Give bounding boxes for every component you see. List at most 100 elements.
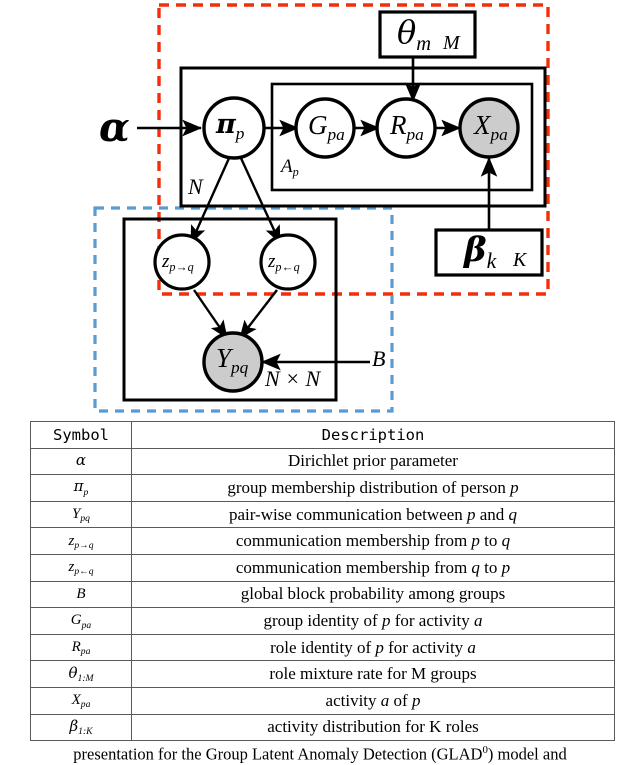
Ap-symbol: A: [281, 156, 293, 177]
symbol-glyph: πp: [73, 477, 89, 497]
beta-symbol: β: [464, 230, 487, 270]
table-cell-symbol: πp: [30, 474, 132, 502]
edge-z-to-Y: [193, 289, 228, 339]
table-cell-description: communication membership from p to q: [131, 527, 615, 555]
symbol-sub: p←q: [74, 566, 94, 578]
symbol-sub: 1:K: [78, 725, 93, 737]
table-row: α Dirichlet prior parameter: [30, 447, 615, 476]
edge-pi-to-z-from: [238, 155, 282, 244]
node-alpha-label: α: [99, 104, 130, 151]
beta-plate-count: K: [513, 249, 527, 271]
node-Y-pq-label: Ypq: [216, 345, 248, 376]
table-cell-description: group membership distribution of person …: [131, 474, 615, 502]
symbol-base: π: [73, 477, 84, 496]
G-subscript: pa: [327, 124, 345, 144]
node-X-pa: [458, 97, 520, 159]
caption-suffix: ) model and: [487, 744, 567, 764]
table-cell-symbol: Ypq: [30, 500, 132, 529]
table-row: Ypq pair-wise communication between p and…: [30, 500, 615, 529]
plate-NxN: [122, 217, 338, 402]
table-cell-symbol: zp→q: [30, 527, 132, 555]
z-symbol-2: z: [268, 251, 276, 272]
symbol-sub: pa: [80, 699, 91, 711]
symbol-base: B: [76, 585, 86, 602]
theta-plate-count: M: [443, 32, 460, 54]
node-z-p-to-q-label: zp→q: [162, 251, 194, 273]
symbol-glyph: zp→q: [68, 532, 94, 551]
table-cell-symbol: Gpa: [30, 607, 132, 635]
figure-caption: presentation for the Group Latent Anomal…: [0, 744, 640, 765]
G-symbol: G: [308, 110, 328, 140]
pi-symbol: π: [216, 109, 236, 140]
table-cell-description: group identity of p for activity a: [131, 607, 615, 635]
caption-prefix: presentation for the Group Latent Anomal…: [73, 744, 483, 764]
theta-subscript: m: [416, 32, 432, 55]
table-cell-description: activity a of p: [131, 686, 615, 715]
z-from-subscript: p←q: [275, 260, 300, 274]
node-z-p-from-q-label: zp←q: [268, 251, 300, 274]
caption-superscript: 0: [482, 744, 488, 756]
symbol-sub: 1:M: [77, 672, 94, 684]
table-row: πp group membership distribution of perso…: [30, 474, 615, 502]
table-cell-description: activity distribution for K roles: [131, 713, 615, 742]
table-cell-description: global block probability among groups: [131, 580, 615, 609]
symbol-glyph: β1:K: [69, 716, 93, 737]
node-R-pa-label: Rpa: [390, 110, 424, 143]
node-z-p-to-q: [153, 233, 211, 291]
symbol-glyph: Ypq: [72, 506, 90, 525]
node-pi-p-label: πp: [216, 109, 244, 142]
z-symbol: z: [162, 251, 170, 272]
Y-subscript: pq: [231, 357, 249, 377]
symbol-glyph: θ1:M: [68, 665, 94, 684]
plate-red-dashed: [157, 3, 550, 296]
X-symbol: X: [474, 110, 491, 140]
node-theta-box: [378, 10, 477, 59]
symbol-sub: pq: [80, 513, 90, 525]
edge-zfrom-to-Y: [239, 289, 278, 339]
table-row: θ1:M role mixture rate for M groups: [30, 660, 615, 688]
Ap-subscript: p: [292, 165, 299, 179]
R-symbol: R: [390, 110, 407, 140]
node-theta-m-label: θm: [397, 13, 431, 54]
symbol-base: z: [68, 532, 75, 549]
node-B-label: B: [372, 346, 386, 371]
symbol-glyph: Rpa: [72, 639, 91, 658]
table-cell-description: pair-wise communication between p and q: [131, 500, 615, 529]
node-Y-pq: [202, 331, 264, 393]
node-X-pa-label: Xpa: [474, 110, 508, 143]
table-cell-symbol: Rpa: [30, 633, 132, 662]
node-G-pa: [294, 97, 356, 159]
node-G-pa-label: Gpa: [308, 110, 345, 143]
plate-N-count: N: [188, 174, 203, 199]
graphical-model-figure: α πp Gpa Rpa Xpa zp→q zp←q Ypq θm M βk K…: [93, 3, 550, 413]
symbol-glyph: zp←q: [68, 559, 94, 578]
table-row: Gpa group identity of p for activity a: [30, 607, 615, 635]
table-cell-description: role mixture rate for M groups: [131, 660, 615, 688]
table-body: α Dirichlet prior parameter πp group member…: [30, 447, 615, 742]
symbol-sub: pa: [81, 619, 92, 631]
table-row: β1:K activity distribution for K roles: [30, 713, 615, 742]
symbol-glyph: Gpa: [70, 612, 92, 631]
col-header-symbol: Symbol: [30, 421, 132, 449]
table-row: zp→q communication membership from p to q: [30, 527, 615, 555]
X-subscript: pa: [490, 124, 508, 144]
symbol-base: Y: [72, 506, 81, 523]
node-pi-p: [202, 96, 266, 160]
symbol-glyph: Xpa: [71, 692, 91, 711]
plate-Ap-count: Ap: [281, 156, 299, 179]
symbol-base: z: [68, 559, 75, 576]
table-cell-description: Dirichlet prior parameter: [131, 447, 615, 476]
R-subscript: pa: [406, 124, 424, 144]
symbol-base: X: [71, 692, 81, 709]
node-z-p-from-q: [259, 233, 317, 291]
symbol-sub: p→q: [74, 539, 94, 551]
theta-symbol: θ: [397, 13, 417, 51]
symbol-base: G: [70, 612, 82, 629]
table-cell-symbol: β1:K: [30, 713, 132, 742]
beta-subscript: k: [486, 249, 497, 274]
symbol-sub: pa: [80, 646, 91, 658]
symbol-base: β: [69, 716, 79, 735]
symbol-glyph: α: [76, 452, 86, 469]
